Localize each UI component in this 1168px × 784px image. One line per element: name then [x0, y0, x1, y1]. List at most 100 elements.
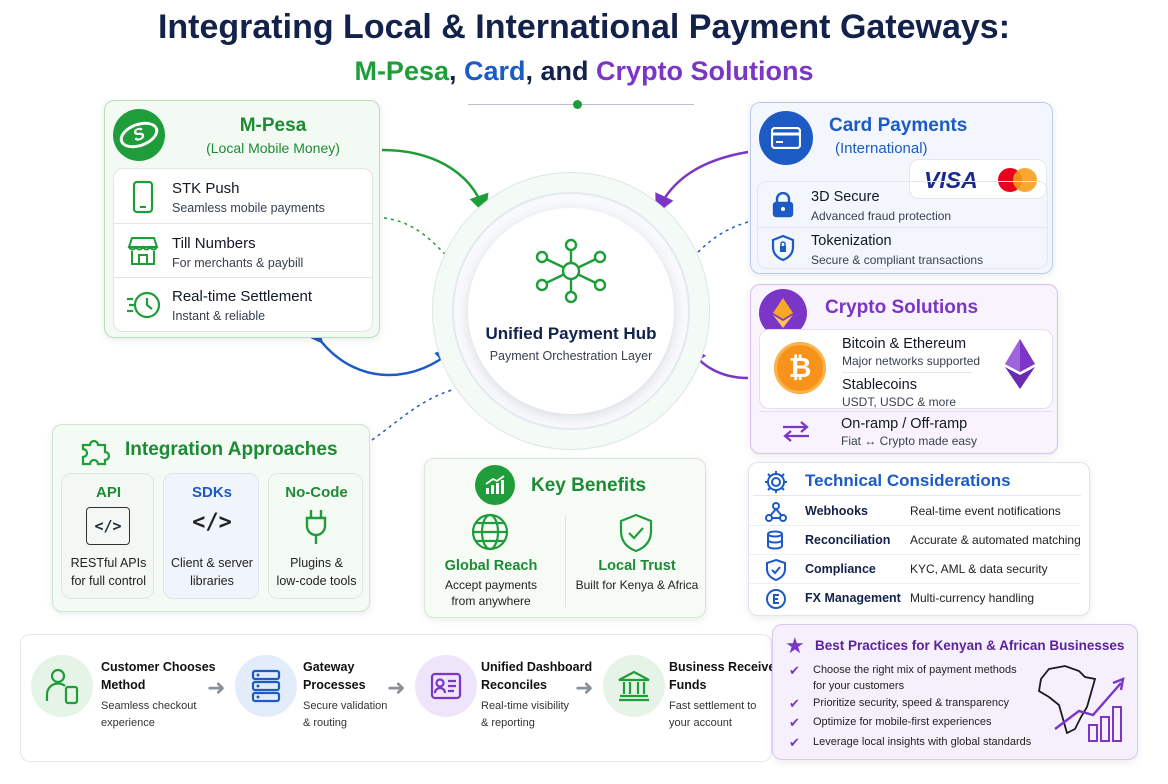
integration-option-sdks: SDKs </> Client & server libraries	[163, 473, 259, 599]
payment-flow-strip: Customer Chooses Method Seamless checkou…	[20, 634, 782, 762]
card-feature-title: 3D Secure	[811, 189, 880, 205]
growth-chart-icon	[475, 465, 515, 505]
smartphone-icon	[132, 180, 154, 214]
subtitle-crypto: Crypto Solutions	[596, 56, 814, 86]
integration-option-nocode: No-Code Plugins & low-code tools	[268, 473, 363, 599]
crypto-item-desc: USDT, USDC & more	[842, 395, 957, 409]
flow-step-title: Funds	[669, 678, 707, 692]
benefit-desc: Built for Kenya & Africa	[575, 578, 699, 592]
benefit-title: Global Reach	[444, 558, 538, 574]
visa-logo: VISA	[924, 167, 978, 193]
mpesa-item-title: STK Push	[172, 180, 240, 197]
mpesa-item-desc: Instant & reliable	[172, 309, 266, 323]
integration-card: Integration Approaches API </> RESTful A…	[52, 424, 370, 612]
mpesa-items-list: STK Push Seamless mobile payments Till N…	[113, 168, 373, 332]
card-feature-item: Tokenization Secure & compliant transact…	[758, 228, 1048, 270]
page-title: Integrating Local & International Paymen…	[157, 8, 1011, 46]
card-features-list: 3D Secure Advanced fraud protection Toke…	[757, 181, 1048, 269]
webhook-icon	[765, 502, 787, 522]
flow-arrow-icon: ➜	[387, 675, 406, 700]
flow-step-desc: & reporting	[481, 717, 535, 729]
integration-option-label: API	[95, 484, 121, 501]
subtitle-sep-1: ,	[449, 56, 465, 86]
mpesa-item-desc: For merchants & paybill	[172, 256, 304, 270]
benefit-desc: from anywhere	[451, 594, 531, 608]
title-divider-dot	[573, 100, 582, 109]
crypto-title: Crypto Solutions	[825, 297, 979, 318]
mastercard-logo-overlap	[1013, 168, 1037, 192]
mpesa-title: M-Pesa	[239, 115, 307, 136]
flow-step-desc: Real-time visibility	[481, 700, 570, 712]
lock-icon	[772, 192, 794, 218]
technical-divider	[753, 495, 1081, 496]
technical-row-desc: Accurate & automated matching	[910, 533, 1081, 547]
star-icon: ★	[785, 633, 805, 658]
technical-row: Reconciliation Accurate & automated matc…	[749, 526, 1081, 555]
flow-step-desc: & routing	[303, 717, 348, 729]
crypto-item-title: On-ramp / Off-ramp	[841, 416, 968, 432]
hub-title: Unified Payment Hub	[485, 324, 657, 343]
technical-row-name: Reconciliation	[805, 533, 891, 547]
flow-step-title: Customer Chooses	[101, 660, 216, 674]
card-feature-title: Tokenization	[811, 233, 892, 249]
technical-title: Technical Considerations	[805, 471, 1011, 490]
page-subtitle: M-Pesa, Card, and Crypto Solutions	[0, 56, 1168, 87]
flow-step-title: Gateway	[303, 660, 355, 674]
mpesa-subtitle: (Local Mobile Money)	[206, 140, 340, 156]
checkmark-icon: ✔	[789, 715, 800, 730]
best-practice-item: Optimize for mobile-first experiences	[813, 716, 992, 728]
technical-row-name: Webhooks	[805, 504, 868, 518]
crypto-card: Crypto Solutions ₿ Bitcoin & Ethereum Ma…	[750, 284, 1058, 454]
technical-row-desc: Multi-currency handling	[910, 591, 1035, 605]
mpesa-item-desc: Seamless mobile payments	[172, 201, 325, 215]
flow-arrow-icon: ➜	[207, 675, 226, 700]
checkmark-icon: ✔	[789, 696, 800, 711]
card-payments-subtitle: (International)	[835, 140, 928, 157]
crypto-item-desc: Major networks supported	[842, 354, 981, 368]
subtitle-sep-2: , and	[525, 56, 597, 86]
gear-icon	[765, 471, 787, 493]
best-practices-title: Best Practices for Kenyan & African Busi…	[815, 638, 1125, 653]
integration-option-desc: RESTful APIs	[70, 556, 147, 570]
integration-option-label: No-Code	[285, 484, 348, 501]
mpesa-item: STK Push Seamless mobile payments	[114, 169, 372, 224]
crypto-divider	[842, 372, 972, 373]
mpesa-logo-icon: S	[113, 109, 165, 161]
puzzle-icon	[81, 439, 111, 466]
best-practice-item: Leverage local insights with global stan…	[813, 736, 1032, 748]
server-icon	[235, 655, 297, 717]
plug-icon	[305, 510, 327, 544]
checkmark-icon: ✔	[789, 735, 800, 750]
integration-option-desc: libraries	[190, 574, 234, 588]
best-practices-card: ★ Best Practices for Kenyan & African Bu…	[772, 624, 1138, 760]
crypto-onramp-item: On-ramp / Off-ramp Fiat ↔ Crypto made ea…	[759, 411, 1053, 449]
technical-row-name: FX Management	[805, 591, 901, 605]
card-feature-item: 3D Secure Advanced fraud protection	[758, 182, 1048, 228]
mpesa-logo-letter: S	[130, 123, 148, 146]
flow-arrow-icon: ➜	[575, 675, 594, 700]
integration-option-api: API </> RESTful APIs for full control	[61, 473, 154, 599]
checkmark-icon: ✔	[789, 663, 800, 678]
mpesa-item-title: Real-time Settlement	[172, 288, 313, 305]
store-icon	[127, 237, 159, 265]
credit-card-icon	[759, 111, 813, 165]
card-feature-desc: Secure & compliant transactions	[811, 253, 984, 267]
mpesa-card: S M-Pesa (Local Mobile Money) STK Push S…	[104, 100, 380, 338]
crypto-item-title: Stablecoins	[842, 377, 917, 393]
dashboard-icon	[415, 655, 477, 717]
key-benefits-card: Key Benefits Global Reach Accept payment…	[424, 458, 706, 618]
currency-exchange-icon	[766, 589, 786, 609]
integration-option-label: SDKs	[191, 484, 232, 501]
card-feature-desc: Advanced fraud protection	[811, 209, 952, 223]
best-practice-item: for your customers	[813, 680, 905, 692]
technical-row-name: Compliance	[805, 562, 876, 576]
bank-icon	[603, 655, 665, 717]
integration-option-desc: Plugins &	[290, 556, 343, 570]
crypto-item-desc: Fiat ↔ Crypto made easy	[841, 434, 978, 448]
flow-step-desc: Secure validation	[303, 700, 388, 712]
code-icon: </>	[192, 510, 232, 535]
crypto-assets-panel: ₿ Bitcoin & Ethereum Major networks supp…	[759, 329, 1053, 409]
flow-step-desc: your account	[669, 717, 732, 729]
africa-growth-icon	[1038, 665, 1125, 742]
crypto-item-title: Bitcoin & Ethereum	[842, 336, 967, 352]
